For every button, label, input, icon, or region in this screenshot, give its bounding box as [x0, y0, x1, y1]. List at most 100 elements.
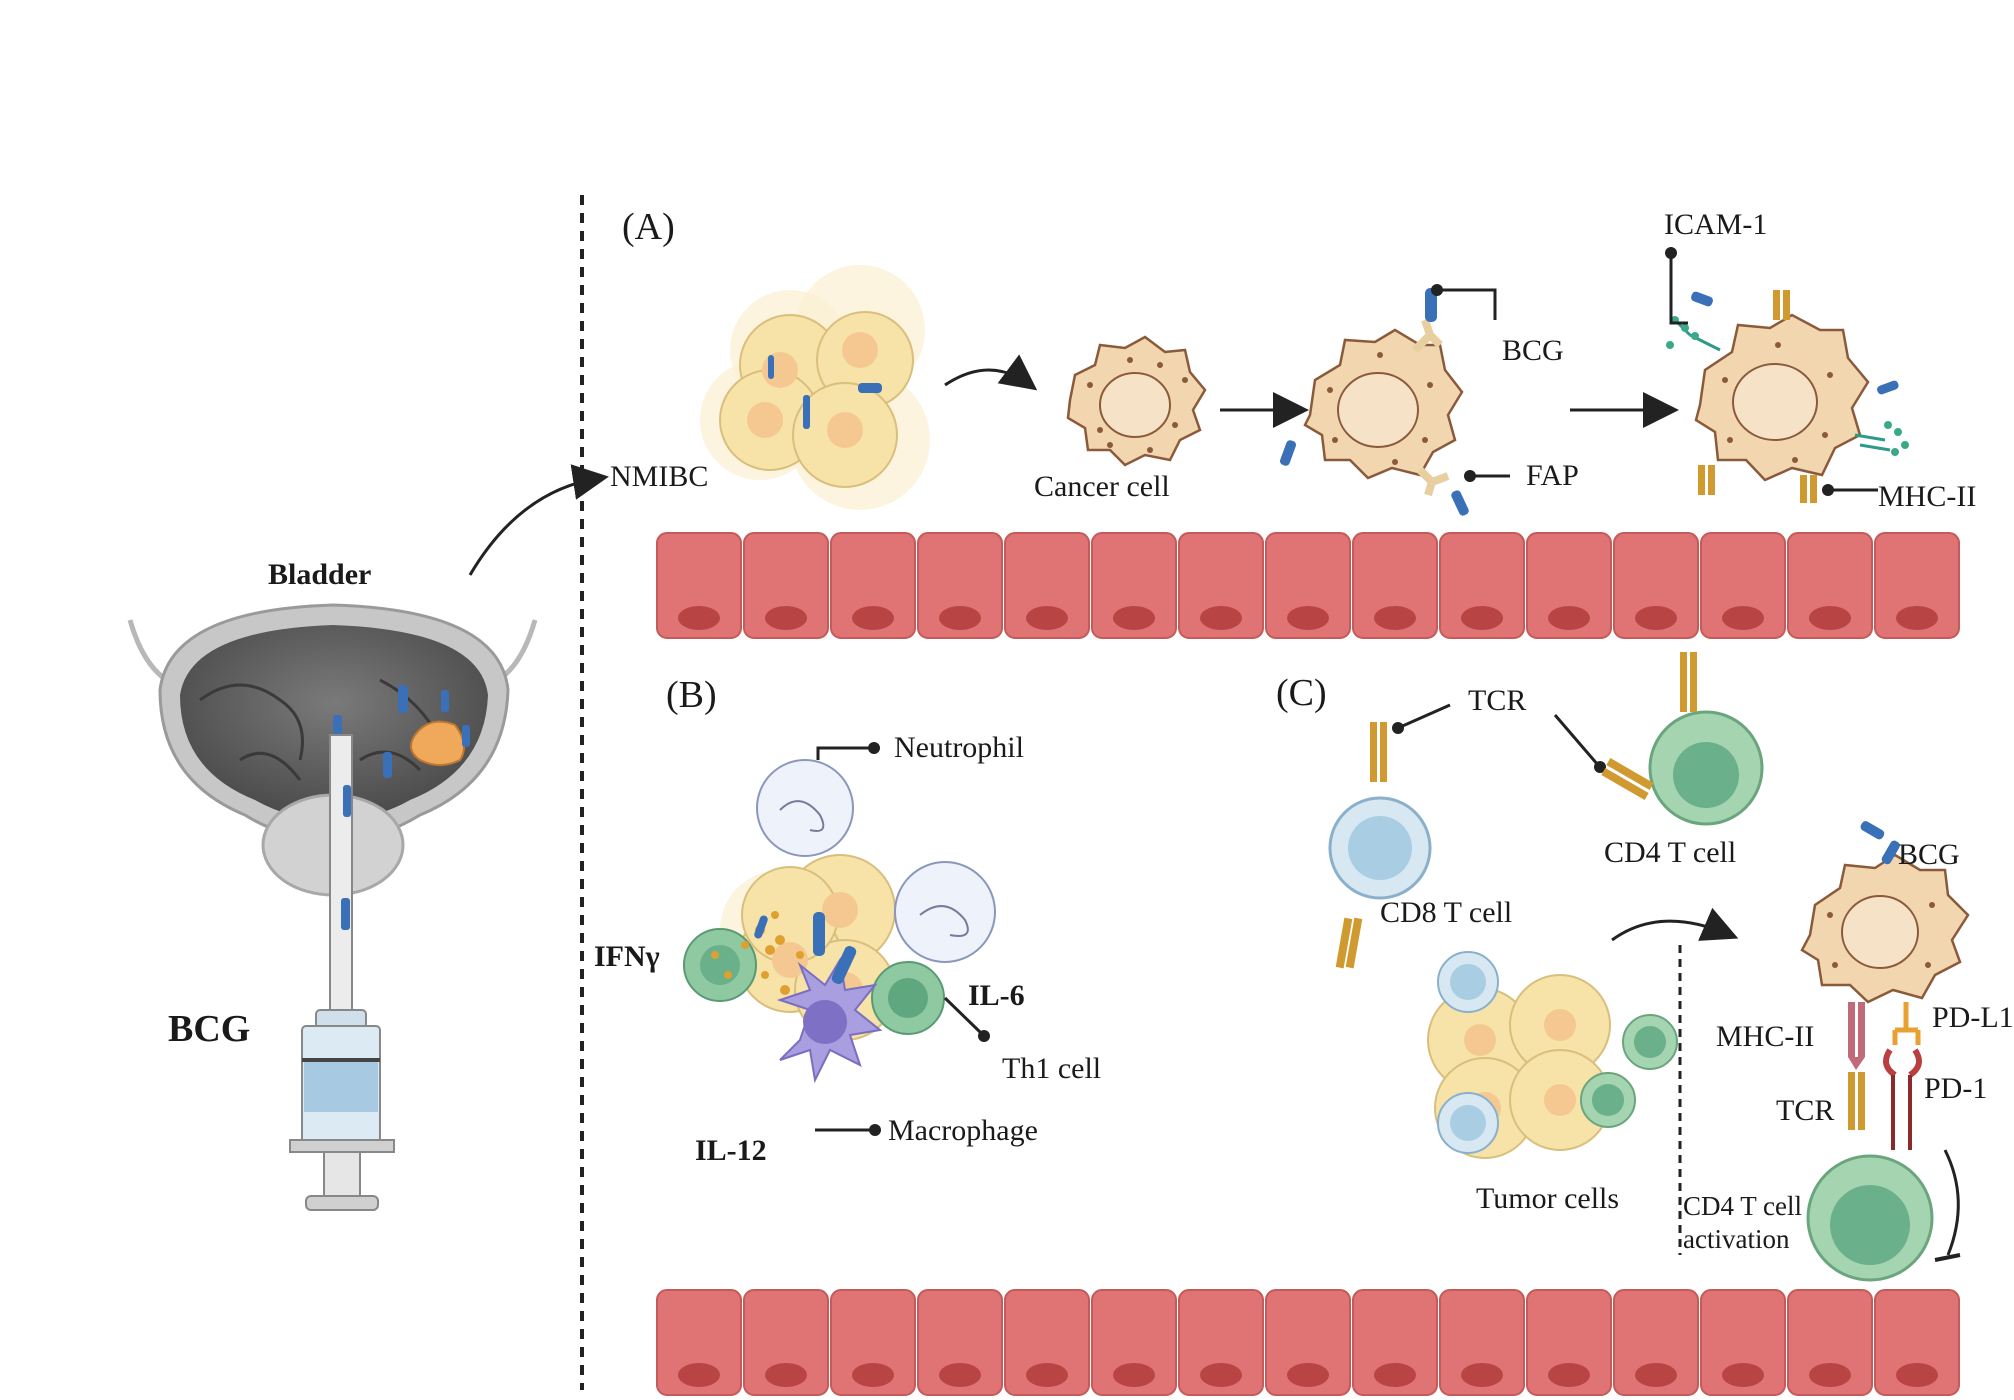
bcg-syringe-label: BCG [168, 1008, 251, 1050]
epithelial-nucleus [1548, 606, 1590, 630]
panel-b-tag: (B) [666, 674, 717, 716]
epithelial-nucleus [1896, 606, 1938, 630]
icam1-label: ICAM-1 [1664, 208, 1768, 241]
epithelial-cell [743, 532, 829, 639]
epithelial-cell [917, 1289, 1003, 1396]
epithelial-cell [1874, 1289, 1960, 1396]
epithelial-cell [1526, 532, 1612, 639]
pdl1-label: PD-L1 [1932, 1001, 2014, 1034]
panel-a-tag: (A) [622, 206, 675, 248]
epithelial-cell [1178, 532, 1264, 639]
mhc2-label-a: MHC-II [1878, 480, 1977, 513]
epithelial-nucleus [1809, 1363, 1851, 1387]
cancer-cell-a [1066, 335, 1207, 467]
epithelial-cell [1613, 532, 1699, 639]
epithelial-nucleus [1461, 1363, 1503, 1387]
epithelial-nucleus [1200, 1363, 1242, 1387]
epithelial-cell [1439, 1289, 1525, 1396]
bladder-to-nmibc-arrow [468, 464, 609, 576]
epithelial-nucleus [852, 606, 894, 630]
neutrophil-label: Neutrophil [894, 731, 1024, 764]
epithelial-nucleus [1026, 606, 1068, 630]
tcr-label-c: TCR [1776, 1094, 1835, 1127]
epithelial-cell [1091, 532, 1177, 639]
tumor-to-activation-arrow [1611, 907, 1739, 942]
th1-cell-label: Th1 cell [1002, 1052, 1102, 1085]
epithelial-nucleus [1026, 1363, 1068, 1387]
epithelial-nucleus [1287, 1363, 1329, 1387]
bladder-label: Bladder [268, 558, 372, 591]
epithelial-cell [1874, 532, 1960, 639]
epithelial-nucleus [1113, 606, 1155, 630]
epithelial-cell [1352, 532, 1438, 639]
mhc2-label-c: MHC-II [1716, 1020, 1815, 1053]
bladder-illustration [127, 603, 538, 1211]
panel-c-tag: (C) [1276, 672, 1327, 714]
epithelial-nucleus [1374, 606, 1416, 630]
epithelium-bottom [656, 1289, 1960, 1396]
epithelial-cell [1613, 1289, 1699, 1396]
cluster-to-cancer-arrow [944, 354, 1038, 391]
cancer-cell-bcg-binding [1279, 284, 1510, 516]
epithelial-cell [1700, 532, 1786, 639]
epithelial-nucleus [1287, 606, 1329, 630]
epithelial-cell [656, 1289, 742, 1396]
epithelial-nucleus [1809, 606, 1851, 630]
epithelial-cell [1091, 1289, 1177, 1396]
epithelial-nucleus [1461, 606, 1503, 630]
epithelial-cell [1265, 532, 1351, 639]
cd4-t-cell-label: CD4 T cell [1604, 836, 1737, 869]
epithelial-cell [830, 1289, 916, 1396]
epithelial-nucleus [1722, 1363, 1764, 1387]
bcg-label-c: BCG [1898, 838, 1960, 871]
il6-label: IL-6 [968, 979, 1025, 1012]
epithelial-nucleus [852, 1363, 894, 1387]
epithelial-nucleus [1374, 1363, 1416, 1387]
epithelial-cell [1526, 1289, 1612, 1396]
epithelial-nucleus [1722, 606, 1764, 630]
epithelium-top [656, 532, 1960, 639]
epithelial-cell [1004, 532, 1090, 639]
epithelial-nucleus [1896, 1363, 1938, 1387]
tumor-cluster-c [1427, 951, 1678, 1159]
activated-cancer-cell [1665, 247, 1909, 503]
epithelial-nucleus [1548, 1363, 1590, 1387]
macrophage-label: Macrophage [888, 1114, 1038, 1147]
epithelial-nucleus [939, 606, 981, 630]
immune-cluster-b [683, 742, 996, 1136]
epithelial-cell [1004, 1289, 1090, 1396]
epithelial-nucleus [765, 1363, 807, 1387]
epithelial-nucleus [1635, 606, 1677, 630]
epithelial-nucleus [1200, 606, 1242, 630]
epithelial-cell [917, 532, 1003, 639]
il12-label: IL-12 [695, 1134, 767, 1167]
epithelial-cell [656, 532, 742, 639]
tumor-cluster-a [700, 265, 930, 510]
epithelial-cell [1439, 532, 1525, 639]
activation-label-line1: CD4 T cell [1683, 1191, 1802, 1221]
activation-label-line2: activation [1683, 1224, 1790, 1254]
epithelial-nucleus [678, 1363, 720, 1387]
epithelial-cell [1787, 532, 1873, 639]
tcr-label-top: TCR [1468, 684, 1527, 717]
bcg-label-a: BCG [1502, 334, 1564, 367]
epithelial-nucleus [1113, 1363, 1155, 1387]
pd1-label: PD-1 [1924, 1072, 1988, 1105]
ifng-label: IFNγ [594, 940, 660, 973]
epithelial-nucleus [939, 1363, 981, 1387]
fap-label: FAP [1526, 459, 1579, 492]
cd4-activation [1800, 821, 1970, 1282]
tumor-cells-label: Tumor cells [1476, 1182, 1620, 1215]
cd8-cd4-diagram [1328, 652, 1764, 969]
epithelial-nucleus [678, 606, 720, 630]
epithelial-cell [743, 1289, 829, 1396]
epithelial-cell [1352, 1289, 1438, 1396]
cancer-cell-label: Cancer cell [1034, 470, 1170, 503]
epithelial-cell [1700, 1289, 1786, 1396]
epithelial-cell [1265, 1289, 1351, 1396]
epithelial-nucleus [765, 606, 807, 630]
epithelial-nucleus [1635, 1363, 1677, 1387]
epithelial-cell [1787, 1289, 1873, 1396]
epithelial-cell [830, 532, 916, 639]
epithelial-cell [1178, 1289, 1264, 1396]
